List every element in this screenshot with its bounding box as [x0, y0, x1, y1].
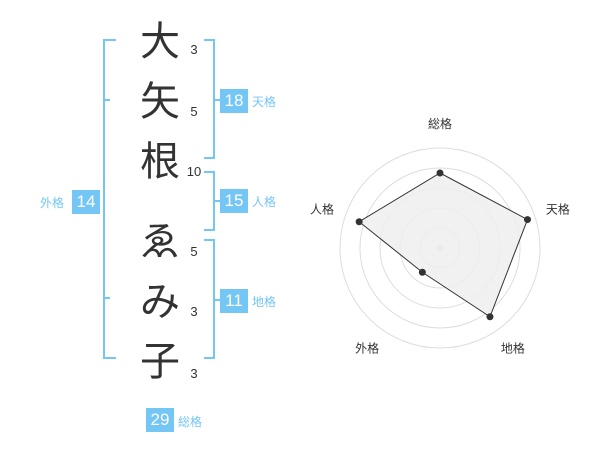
- stroke-count-4: 5: [190, 244, 198, 259]
- radar-ring-5: [339, 147, 541, 349]
- radar-axis-label-5: 人格: [310, 202, 334, 217]
- name-char-4: ゑ: [140, 219, 180, 265]
- radar-points: [355, 169, 531, 321]
- name-char-3: 根: [140, 139, 180, 185]
- radar-point-1: [436, 169, 444, 177]
- radar-axis-label-1: 総格: [428, 116, 452, 131]
- tenkaku-label: 天格: [252, 95, 277, 109]
- jinkaku-label: 人格: [252, 195, 277, 209]
- soukaku-value: 29: [146, 408, 174, 432]
- radar-area: [358, 172, 529, 318]
- tenkaku-value: 18: [220, 89, 248, 113]
- radar-point-3: [486, 313, 494, 321]
- gaikaku-value: 14: [72, 190, 100, 214]
- radar-point-2: [523, 216, 531, 224]
- stroke-count-6: 3: [190, 366, 198, 381]
- name-char-2: 矢: [140, 79, 180, 125]
- radar-axis-label-4: 外格: [355, 340, 379, 355]
- name-char-5: み: [140, 279, 180, 325]
- stroke-count-2: 5: [190, 104, 198, 119]
- radar-ring-4: [359, 167, 521, 329]
- chikaku-label: 地格: [252, 295, 277, 309]
- name-char-1: 大: [140, 19, 180, 65]
- name-char-6: 子: [140, 339, 180, 385]
- stroke-count-3: 10: [186, 164, 202, 179]
- radar-point-4: [418, 268, 426, 276]
- stroke-count-1: 3: [190, 42, 198, 57]
- stroke-count-5: 3: [190, 304, 198, 319]
- chikaku-value: 11: [220, 289, 248, 313]
- gaikaku-label: 外格: [40, 196, 65, 210]
- radar-point-5: [355, 218, 363, 226]
- radar-axis-label-2: 天格: [546, 202, 570, 217]
- gaikaku-bracket: [103, 39, 116, 359]
- radar-axis-label-3: 地格: [501, 340, 525, 355]
- jinkaku-value: 15: [220, 189, 248, 213]
- soukaku-label: 総格: [178, 415, 203, 429]
